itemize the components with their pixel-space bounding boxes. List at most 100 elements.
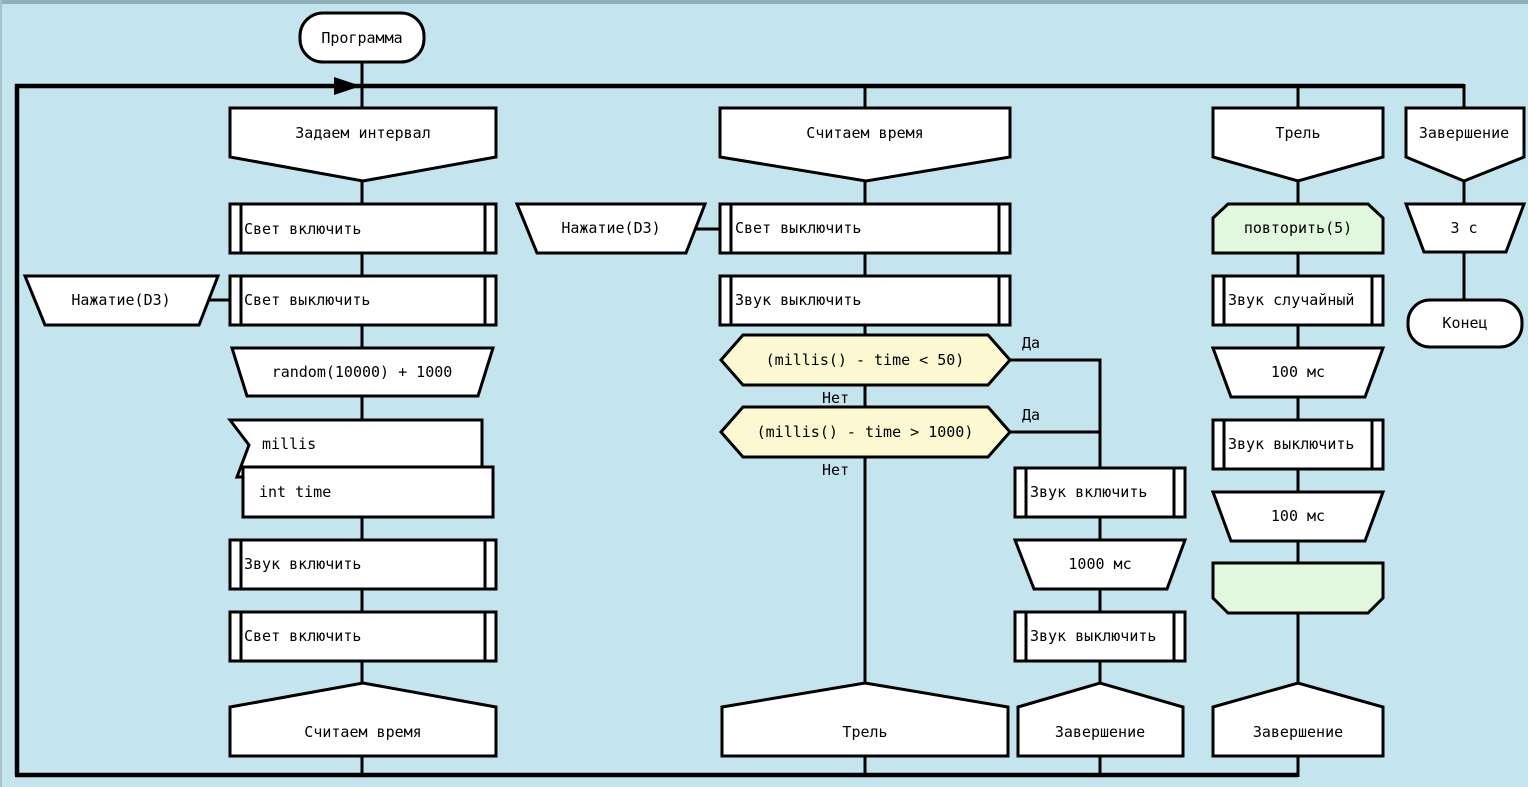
- variable-shape: [241, 465, 495, 519]
- process-label: Свет выключить: [735, 219, 861, 237]
- goto-shape: [1211, 681, 1385, 758]
- process-label: Звук выключить: [1030, 627, 1156, 645]
- process-label: Свет выключить: [244, 291, 370, 309]
- goto-shape: [228, 681, 498, 758]
- event-press-d3-count-time[interactable]: Нажатие(D3): [514, 202, 708, 255]
- process-label: Свет включить: [244, 220, 361, 238]
- end-terminal[interactable]: Конец: [1406, 298, 1524, 349]
- process-label: Звук включить: [244, 555, 361, 573]
- decision-label: (millis() - time > 1000): [757, 423, 974, 441]
- entry-header-label: Считаем время: [806, 124, 923, 142]
- value-label: random(10000) + 1000: [272, 363, 453, 381]
- entry-header-label: Задаем интервал: [295, 124, 430, 142]
- value-shape: [229, 346, 496, 398]
- entry-header-trill[interactable]: Трель: [1211, 106, 1385, 183]
- decision-shape: [719, 405, 1012, 459]
- loop-end-shape: [1211, 561, 1385, 615]
- block-loop-repeat-5[interactable]: повторить(5): [1211, 202, 1385, 255]
- process-label: Звук случайный: [1228, 291, 1354, 309]
- branch-label-yes-2: Да: [1022, 406, 1040, 424]
- block-trill-sound-off[interactable]: Звук выключить: [1211, 418, 1385, 471]
- arrowhead-icon: [334, 77, 361, 95]
- branch-label-yes-1: Да: [1022, 334, 1040, 352]
- process-label: Свет включить: [244, 627, 361, 645]
- event-label: Нажатие(D3): [561, 219, 660, 237]
- process-label: Звук включить: [1030, 483, 1147, 501]
- delay-label: 100 мс: [1271, 363, 1325, 381]
- block-interval-sound-on[interactable]: Звук включить: [228, 538, 498, 591]
- goto-shape: [720, 681, 1010, 758]
- loop-start-shape: [1211, 202, 1385, 255]
- delay-shape: [1210, 490, 1386, 543]
- entry-header-count-time[interactable]: Считаем время: [718, 106, 1012, 183]
- process-shape: [1013, 466, 1187, 519]
- block-trill-delay-100-b[interactable]: 100 мс: [1210, 490, 1386, 543]
- block-interval-light-off[interactable]: Свет выключить: [228, 274, 498, 327]
- block-loop-end[interactable]: [1211, 561, 1385, 615]
- process-shape: [228, 610, 498, 663]
- decision-label: (millis() - time < 50): [766, 351, 965, 369]
- decision-shape: [719, 333, 1012, 387]
- entry-shape: [1404, 106, 1526, 183]
- delay-shape: [1210, 346, 1386, 399]
- process-shape: [228, 538, 498, 591]
- block-interval-int-time[interactable]: int time: [241, 465, 495, 519]
- banner-label: millis: [262, 435, 316, 453]
- process-label: Звук выключить: [735, 291, 861, 309]
- branch-label-no-1: Нет: [822, 389, 849, 407]
- delay-shape: [1012, 538, 1188, 591]
- block-trill-sound-random[interactable]: Звук случайный: [1211, 274, 1385, 327]
- goto-label: Трель: [842, 723, 887, 741]
- block-finish-delay-3s[interactable]: 3 с: [1403, 202, 1527, 254]
- entry-shape: [1211, 106, 1385, 183]
- block-interval-millis[interactable]: millis: [226, 418, 484, 479]
- goto-finish-branch[interactable]: Завершение: [1016, 681, 1185, 758]
- block-count-time-light-off[interactable]: Свет выключить: [718, 202, 1012, 255]
- process-label: Звук выключить: [1228, 435, 1354, 453]
- process-shape: [1211, 418, 1385, 471]
- loop-start-label: повторить(5): [1244, 219, 1352, 237]
- delay-label: 1000 мс: [1068, 555, 1131, 573]
- decision-time-gt-1000[interactable]: (millis() - time > 1000): [719, 405, 1012, 459]
- entry-header-label: Завершение: [1419, 124, 1509, 142]
- entry-header-finish[interactable]: Завершение: [1404, 106, 1526, 183]
- start-terminal-label: Программа: [321, 29, 402, 47]
- block-branch-delay-1000[interactable]: 1000 мс: [1012, 538, 1188, 591]
- process-shape: [718, 274, 1012, 327]
- delay-label: 100 мс: [1271, 507, 1325, 525]
- delay-label: 3 с: [1450, 219, 1477, 237]
- block-interval-light-on-2[interactable]: Свет включить: [228, 610, 498, 663]
- block-interval-light-on[interactable]: Свет включить: [228, 202, 498, 255]
- start-terminal-program[interactable]: Программа: [298, 11, 426, 64]
- goto-shape: [1016, 681, 1185, 758]
- canvas-border-left: [0, 0, 2, 787]
- block-count-time-sound-off[interactable]: Звук выключить: [718, 274, 1012, 327]
- entry-shape: [228, 106, 498, 183]
- entry-shape: [718, 106, 1012, 183]
- goto-trill[interactable]: Трель: [720, 681, 1010, 758]
- end-terminal-label: Конец: [1442, 314, 1487, 332]
- process-shape: [228, 202, 498, 255]
- goto-label: Считаем время: [304, 723, 421, 741]
- block-trill-delay-100-a[interactable]: 100 мс: [1210, 346, 1386, 399]
- event-shape: [514, 202, 708, 255]
- goto-label: Завершение: [1253, 723, 1343, 741]
- goto-finish-trill[interactable]: Завершение: [1211, 681, 1385, 758]
- block-interval-random[interactable]: random(10000) + 1000: [229, 346, 496, 398]
- decision-time-lt-50[interactable]: (millis() - time < 50): [719, 333, 1012, 387]
- goto-count-time[interactable]: Считаем время: [228, 681, 498, 758]
- entry-header-interval[interactable]: Задаем интервал: [228, 106, 498, 183]
- branch-label-no-2: Нет: [822, 461, 849, 479]
- delay-shape: [1403, 202, 1527, 254]
- process-shape: [228, 274, 498, 327]
- terminal-shape: [298, 11, 426, 64]
- process-shape: [1013, 610, 1187, 663]
- event-press-d3-interval[interactable]: Нажатие(D3): [22, 274, 221, 327]
- block-branch-sound-on[interactable]: Звук включить: [1013, 466, 1187, 519]
- block-branch-sound-off[interactable]: Звук выключить: [1013, 610, 1187, 663]
- variable-label: int time: [259, 483, 331, 501]
- process-shape: [718, 202, 1012, 255]
- process-shape: [1211, 274, 1385, 327]
